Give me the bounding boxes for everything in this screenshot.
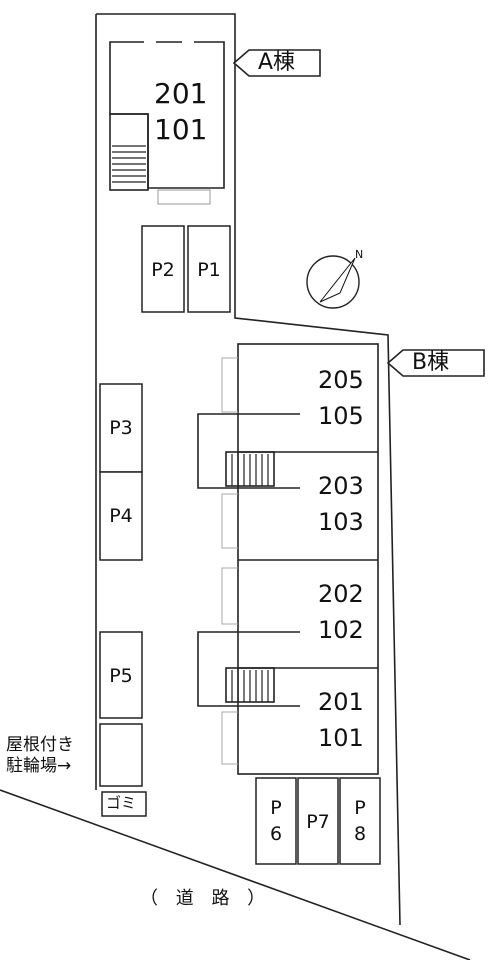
unit-a-upper: 201 [154, 77, 208, 110]
building-a [109, 40, 225, 205]
parking-p7: P7 [306, 811, 330, 833]
bicycle-parking-label: 屋根付き 駐輪場→ [6, 735, 74, 777]
unit-a-lower: 101 [154, 113, 208, 146]
road-label: （ 道 路 ） [140, 888, 272, 909]
garbage-box [101, 791, 147, 817]
garbage-label: ゴミ [106, 794, 137, 812]
balconies [221, 357, 238, 765]
parking-p4: P4 [109, 505, 133, 527]
unit-b-201: 201 [318, 688, 364, 716]
unit-b-102: 102 [318, 616, 364, 644]
parking-p3: P3 [109, 417, 133, 439]
building-b [197, 343, 379, 775]
unit-b-103: 103 [318, 508, 364, 536]
parking-p6: P 6 [269, 797, 283, 845]
building-b-tag-box [386, 349, 485, 377]
bicycle-shed [99, 723, 143, 787]
building-a-tag-box [232, 49, 321, 77]
unit-b-203: 203 [318, 472, 364, 500]
parking-spaces [99, 225, 381, 865]
compass-n-label: N [355, 248, 364, 261]
parking-p1: P1 [197, 259, 221, 281]
building-b-tag: B棟 [412, 350, 450, 375]
road-edge [0, 789, 471, 960]
site-boundary [96, 13, 401, 926]
parking-p5: P5 [109, 665, 133, 687]
parking-p8: P 8 [353, 797, 367, 845]
parking-p2: P2 [151, 259, 175, 281]
unit-b-101: 101 [318, 724, 364, 752]
unit-b-205: 205 [318, 366, 364, 394]
unit-b-202: 202 [318, 580, 364, 608]
compass-icon [306, 255, 360, 309]
unit-b-105: 105 [318, 402, 364, 430]
building-a-tag: A棟 [258, 50, 296, 75]
